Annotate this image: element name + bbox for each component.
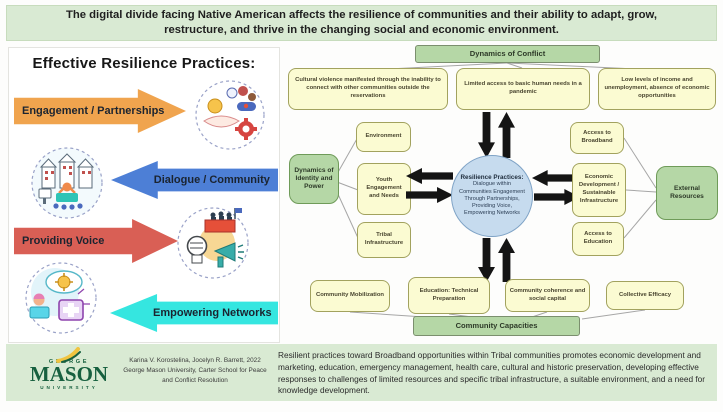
community-mobilization-box: Community Mobilization xyxy=(310,280,390,312)
arrow-label: Empowering Networks xyxy=(153,307,272,319)
resilience-practices-circle: Resilience Practices: Dialogue within Co… xyxy=(451,155,533,237)
access-education-box: Access to Education xyxy=(572,222,624,256)
engagement-partnerships-arrow: Engagement / Partnerships xyxy=(14,89,186,133)
logo-university-text: UNIVERSITY xyxy=(40,385,98,391)
collective-efficacy-box: Collective Efficacy xyxy=(606,281,684,310)
providing-voice-arrow: Providing Voice xyxy=(14,219,178,263)
arrow-label: Dialogue / Community xyxy=(153,174,270,186)
youth-engagement-box: Youth Engagement and Needs xyxy=(357,163,411,215)
top-banner: The digital divide facing Native America… xyxy=(6,5,717,41)
economic-development-box: Economic Development / Sustainable Infra… xyxy=(572,163,626,217)
arrow-label: Engagement / Partnerships xyxy=(22,105,165,117)
summary-paragraph: Resilient practices toward Broadband opp… xyxy=(278,350,706,396)
education-technical-box: Education: Technical Preparation xyxy=(408,277,490,314)
logo-george-text: GEORGE xyxy=(48,359,90,365)
network-icon xyxy=(23,260,99,341)
banner-text: The digital divide facing Native America… xyxy=(65,9,658,36)
conflict-box-cultural-violence: Cultural violence manifested through the… xyxy=(288,68,448,110)
george-mason-logo: GEORGE MASON UNIVERSITY xyxy=(18,347,120,391)
footer-band: GEORGE MASON UNIVERSITY Karina V. Korost… xyxy=(6,344,717,401)
community-coherence-box: Community coherence and social capital xyxy=(505,279,590,312)
resilience-flow-diagram: Dynamics of Conflict Cultural violence m… xyxy=(284,42,720,342)
conflict-box-limited-access: Limited access to basic human needs in a… xyxy=(456,68,590,110)
dialogue-community-arrow: Dialogue / Community xyxy=(111,161,278,199)
external-resources-box: External Resources xyxy=(656,166,718,220)
logo-mason-text: MASON xyxy=(29,362,109,386)
attribution-text: Karina V. Korostelina, Jocelyn R. Barret… xyxy=(123,357,267,384)
mason-swoosh-icon xyxy=(56,347,81,363)
dynamics-of-conflict-header: Dynamics of Conflict xyxy=(415,45,600,63)
community-icon xyxy=(29,145,105,226)
access-broadband-box: Access to Broadband xyxy=(570,122,624,154)
environment-box: Environment xyxy=(356,122,411,152)
partnership-icon xyxy=(193,78,267,157)
left-panel: Effective Resilience Practices: Engageme… xyxy=(8,47,280,343)
voice-icon xyxy=(175,205,251,286)
empowering-networks-arrow: Empowering Networks xyxy=(110,294,278,332)
arrow-label: Providing Voice xyxy=(22,235,105,247)
conflict-box-low-income: Low levels of income and unemployment, a… xyxy=(598,68,716,110)
left-panel-title: Effective Resilience Practices: xyxy=(32,55,256,72)
community-capacities-header: Community Capacities xyxy=(413,316,580,336)
dynamics-identity-power-box: Dynamics of Identity and Power xyxy=(289,154,339,204)
tribal-infrastructure-box: Tribal Infrastructure xyxy=(357,222,411,258)
